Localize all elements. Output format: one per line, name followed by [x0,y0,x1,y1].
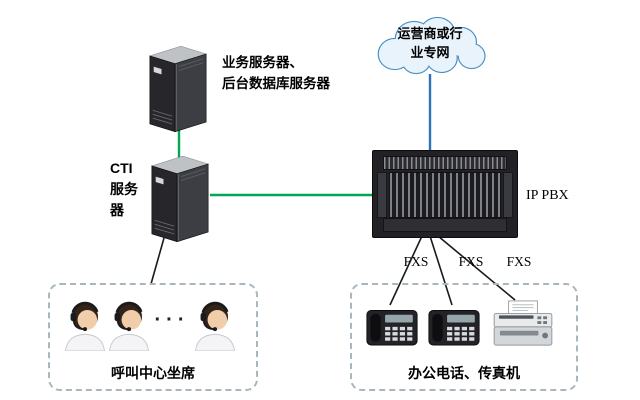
call-agent-icon [106,297,152,352]
desk-phone-icon [428,305,480,347]
call-center-group-box: ··· 呼叫中心坐席 [48,283,258,391]
cloud-label-line2: 业专网 [410,45,450,60]
ip-pbx-label: IP PBX [526,188,569,203]
business-server-label: 业务服务器、 后台数据库服务器 [222,52,382,94]
call-agent-icon [192,297,238,352]
fax-machine-icon [492,299,554,349]
business-server-label-line2: 后台数据库服务器 [222,76,330,91]
desk-phone-icon [366,305,418,347]
business-server-icon [144,40,212,136]
cti-server-label-line1: CTI [110,160,133,176]
ip-pbx-icon [372,150,518,238]
business-server-label-line1: 业务服务器、 [222,55,303,70]
ip-pbx-left-rail [377,172,387,218]
cti-server-label-line2: 服务 [110,181,138,197]
call-center-label: 呼叫中心坐席 [111,365,195,381]
more-agents-ellipsis: ··· [154,309,190,331]
cti-server-label-line3: 器 [110,202,124,218]
fxs-label-2: FXS [458,254,484,269]
ip-pbx-right-rail [503,172,513,218]
call-agent-icon [62,297,108,352]
cloud-label-line1: 运营商或行 [397,26,463,41]
cti-server-label: CTI 服务 器 [110,158,150,221]
cloud-icon [366,10,494,80]
fxs-label-1: FXS [403,254,429,269]
office-devices-label: 办公电话、传真机 [408,365,520,381]
cti-server-icon [146,150,214,246]
ip-pbx-bottom-panel [383,218,507,232]
fxs-label-3: FXS [506,254,532,269]
ip-pbx-top-vent [383,156,507,170]
ip-pbx-card-slots [389,172,501,218]
office-devices-group-box: 办公电话、传真机 [350,283,578,391]
cloud-label: 运营商或行 业专网 [366,24,494,62]
